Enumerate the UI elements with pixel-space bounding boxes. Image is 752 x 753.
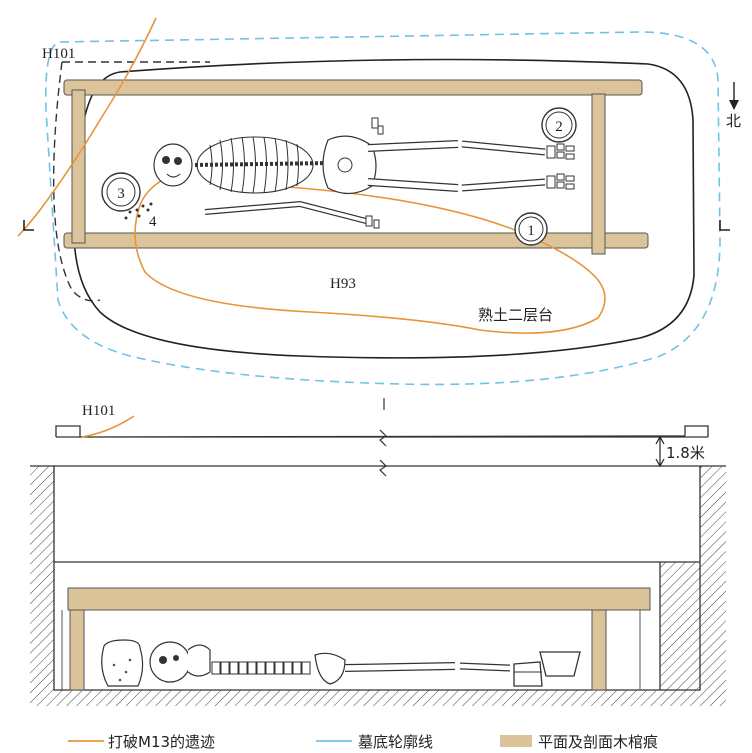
artifact-1: 1 [514, 212, 548, 246]
coffin-plank-bottom [63, 232, 649, 249]
legend: 打破M13的遗迹 墓底轮廓线 平面及剖面木棺痕 [68, 733, 658, 751]
artifact-number: 3 [117, 186, 125, 202]
north-arrow: 北 [726, 82, 741, 130]
north-label: 北 [726, 112, 741, 130]
pot-1-section [513, 661, 543, 687]
coffin-plank-top [63, 79, 643, 96]
h93-boundary-line [134, 167, 606, 334]
artifact-number: 1 [527, 223, 535, 239]
coffin-plank-left [71, 89, 86, 244]
h101-section-curve [81, 415, 135, 438]
legend-label-floor: 墓底轮廓线 [358, 733, 433, 751]
legend-label-coffin: 平面及剖面木棺痕 [538, 733, 658, 751]
platform-label: 熟土二层台 [478, 306, 553, 324]
coffin-side-left-section [69, 609, 85, 691]
legend-label-disturbance: 打破M13的遗迹 [108, 733, 215, 751]
feet [546, 143, 575, 190]
section-view: H101 1.8米 [30, 398, 726, 706]
earth-wall-left [30, 466, 54, 562]
pit-outline [53, 466, 701, 691]
legend-swatch-coffin [500, 735, 532, 747]
depth-label: 1.8米 [666, 444, 705, 462]
section-marker-left [23, 220, 34, 231]
ground-surface-line [55, 425, 709, 438]
h101-label-plan: H101 [42, 46, 75, 62]
skeleton-section [101, 639, 581, 687]
depth-dimension: 1.8米 [655, 435, 705, 468]
skull-section [149, 641, 191, 683]
artifact-number: 4 [149, 214, 157, 230]
skeleton-plan [153, 116, 575, 229]
tomb-floor-outline [44, 31, 721, 386]
artifact-4: 4 [124, 202, 157, 230]
artifact-3: 3 [101, 172, 141, 212]
pot-section [101, 639, 144, 687]
earth-wall-right [700, 466, 726, 690]
artifact-2: 2 [541, 107, 577, 143]
artifact-number: 2 [555, 119, 563, 135]
skull [153, 143, 193, 187]
plan-view: 1 2 3 4 H101 H93 熟土二层台 北 [17, 17, 741, 386]
platform-hatch-right [660, 562, 700, 690]
h101-boundary-line [17, 17, 157, 237]
h101-label-section: H101 [82, 403, 115, 419]
h93-label: H93 [330, 276, 356, 292]
coffin-plank-right [591, 93, 606, 255]
coffin-side-right-section [591, 609, 607, 691]
h101-dashed-outline [52, 61, 210, 302]
pot-2-section [539, 651, 581, 677]
earth-floor [30, 690, 726, 706]
section-marker-right [719, 220, 730, 231]
earth-wall-left-lower [30, 562, 54, 690]
coffin-lid-section [67, 587, 651, 611]
